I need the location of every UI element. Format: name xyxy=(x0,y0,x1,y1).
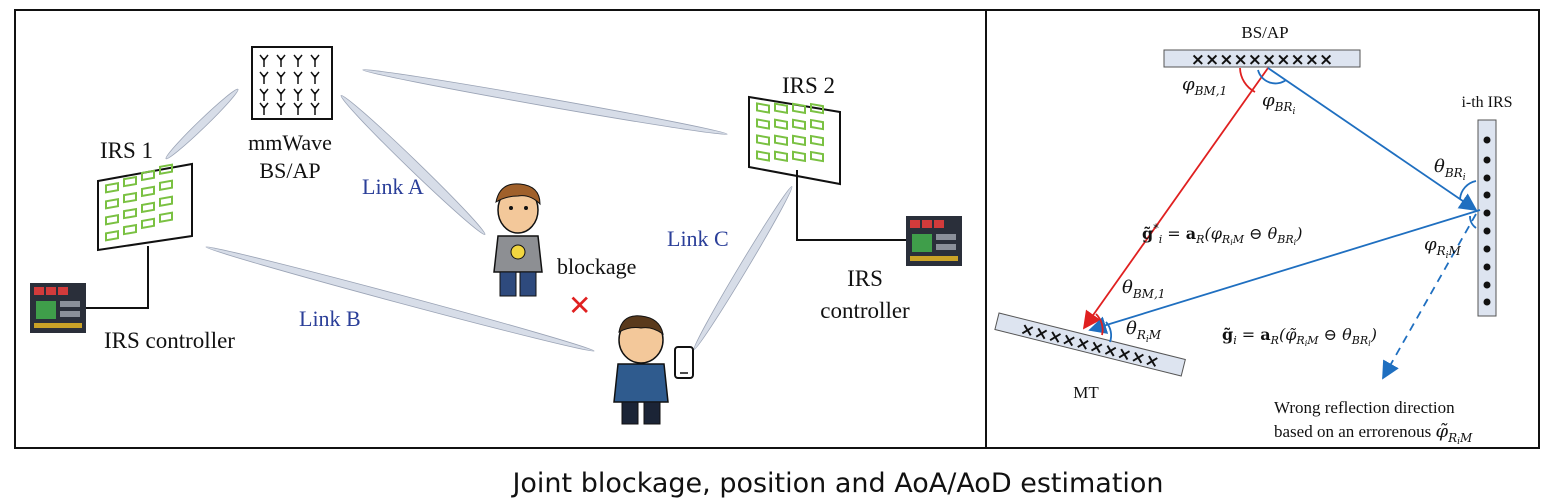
phone-icon xyxy=(674,346,694,379)
g-star-equation: g̃*i = aR(φRiM ⊖ θBRi) xyxy=(1142,222,1302,247)
bs-ap-label: BS/AP xyxy=(1241,23,1288,42)
ray-irs-to-mt xyxy=(1088,209,1481,334)
irs1-panel xyxy=(97,162,193,252)
theta-bri-label: θBRi xyxy=(1434,156,1466,183)
blockage-label: blockage xyxy=(557,254,636,279)
phi-bri-label: φBRi xyxy=(1262,90,1295,117)
bs-array-elements: ×××××××××× xyxy=(1191,50,1333,70)
arc-theta-rim xyxy=(1105,321,1113,343)
figure-frame xyxy=(14,9,1540,449)
right-panel: BS/AP ×××××××××× i-th IRS ×××××××××× MT xyxy=(994,23,1513,447)
blockage-x-mark: ✕ xyxy=(568,289,591,322)
irs-controller-left-label: IRS controller xyxy=(104,328,235,353)
bs-label-line1: mmWave xyxy=(248,130,332,155)
beam-link-b xyxy=(205,246,595,352)
irs-i-elements xyxy=(1483,136,1491,306)
irs2-controller-wire xyxy=(796,170,906,241)
g-tilde-equation: g̃i = aR(φ̃RiM ⊖ θBRi) xyxy=(1222,325,1377,348)
bs-label-line2: BS/AP xyxy=(259,158,320,183)
arc-phi-bm1 xyxy=(1239,67,1256,93)
bs-array xyxy=(1163,49,1361,68)
mt-array: ×××××××××× xyxy=(994,312,1186,377)
arc-phi-bri xyxy=(1257,69,1287,85)
irs-i-array xyxy=(1477,119,1497,317)
left-panel: mmWave BS/AP IRS 1 xyxy=(30,46,962,425)
phi-rim-label: φRiM xyxy=(1424,234,1462,261)
arc-phi-rim xyxy=(1469,215,1477,229)
beam-link-c xyxy=(693,186,793,350)
bs-antenna-array xyxy=(251,46,333,120)
irs1-label: IRS 1 xyxy=(100,138,153,163)
mobile-user xyxy=(613,315,669,425)
ray-bs-to-irs xyxy=(1267,67,1478,212)
mt-label: MT xyxy=(1073,383,1099,402)
irs1-controller-board xyxy=(30,283,86,333)
beams xyxy=(165,69,793,352)
irs1-controller-wire xyxy=(82,246,149,309)
irs-controller-right-label-line1: IRS xyxy=(847,266,883,291)
beam-bs-irs2 xyxy=(362,69,728,135)
figure-caption: Joint blockage, position and AoA/AoD est… xyxy=(510,468,1163,499)
link-a-label: Link A xyxy=(362,174,424,199)
irs-controller-right-label-line2: controller xyxy=(820,298,910,323)
arc-theta-bri xyxy=(1459,180,1477,200)
irs-i-label: i-th IRS xyxy=(1461,94,1512,111)
theta-bm1-label: θBM,1 xyxy=(1122,277,1165,301)
phi-bm1-label: φBM,1 xyxy=(1182,74,1227,98)
beam-bs-irs1 xyxy=(165,88,239,160)
arc-theta-bm1 xyxy=(1095,313,1104,336)
wrong-direction-line2: based on an errorenous φ̃RiM xyxy=(1274,421,1473,447)
blocker-person xyxy=(493,183,543,297)
ray-wrong-direction xyxy=(1382,213,1477,380)
link-c-label: Link C xyxy=(667,226,729,251)
irs2-controller-board xyxy=(906,216,962,266)
wrong-direction-line1: Wrong reflection direction xyxy=(1274,398,1455,417)
irs2-panel xyxy=(748,95,841,186)
theta-rim-label: θRiM xyxy=(1126,318,1162,345)
link-b-label: Link B xyxy=(299,306,361,331)
beam-link-a xyxy=(340,95,486,235)
irs2-label: IRS 2 xyxy=(782,73,835,98)
ray-bs-to-mt xyxy=(1082,67,1269,330)
